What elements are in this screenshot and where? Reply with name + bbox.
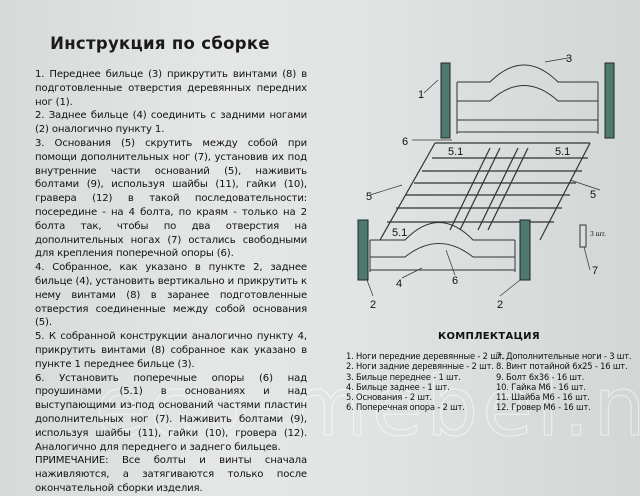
label-5-1: 5.1 [392, 227, 407, 239]
kit-item: 4. Бильце заднее - 1 шт. [346, 381, 450, 392]
leader-lines [366, 57, 601, 297]
quantity-note: 3 шт. [590, 229, 606, 238]
label-2: 2 [497, 299, 503, 311]
rear-leg-right [519, 219, 531, 281]
instructions: 1. Переднее бильце (3) прикрутить винтам… [35, 68, 307, 496]
label-2: 2 [370, 299, 376, 311]
rear-leg-left [357, 219, 369, 281]
instruction-step: 3. Основания (5) скрутить между собой пр… [35, 137, 307, 260]
instruction-step: 1. Переднее бильце (3) прикрутить винтам… [35, 69, 307, 108]
label-4: 4 [396, 278, 402, 290]
kit-list-left: 1. Ноги передние деревянные - 2 шт. 2. Н… [346, 351, 505, 413]
label-3: 3 [566, 53, 572, 65]
instruction-step: 4. Собранное, как указано в пункте 2, за… [35, 262, 307, 329]
bed-frame [379, 142, 591, 241]
extra-leg [579, 224, 587, 248]
kit-item: 9. Болт 6х36 - 16 шт. [496, 371, 585, 382]
instruction-step: 2. Заднее бильце (4) соединить с задними… [35, 110, 307, 136]
kit-item: 8. Винт потайной 6х25 - 16 шт. [496, 361, 628, 372]
note: ПРИМЕЧАНИЕ: Все болты и винты сначала на… [35, 454, 307, 495]
front-leg-left [440, 62, 451, 139]
kit-item: 11. Шайба М6 - 16 шт. [496, 392, 590, 403]
kit-item: 7. Дополнительные ноги - 3 шт. [496, 351, 632, 361]
label-6: 6 [452, 275, 458, 287]
bed-assembly-diagram: 1 2 2 3 4 5 5 5.1 5.1 5.1 6 6 7 3 шт. [357, 53, 615, 311]
kit-title: КОМПЛЕКТАЦИЯ [438, 331, 540, 342]
label-1: 1 [418, 89, 424, 101]
footboard [369, 222, 516, 272]
label-5: 5 [366, 191, 372, 203]
instruction-step: 6. Установить поперечные опоры (6) над п… [35, 372, 307, 453]
kit-list-right: 7. Дополнительные ноги - 3 шт. 8. Винт п… [496, 351, 632, 413]
kit-item: 10. Гайка М6 - 16 шт. [496, 381, 586, 392]
front-leg-right [604, 62, 615, 139]
headboard [456, 64, 599, 134]
kit-item: 12. Гровер М6 - 16 шт. [496, 402, 591, 413]
label-5-1: 5.1 [555, 146, 570, 158]
label-5-1: 5.1 [448, 146, 463, 158]
page-title: Инструкция по сборке [50, 34, 270, 53]
kit-item: 1. Ноги передние деревянные - 2 шт. [346, 351, 505, 361]
label-7: 7 [592, 265, 598, 277]
instruction-step: 5. К собранной конструкции аналогично пу… [35, 331, 307, 370]
kit-item: 3. Бильце переднее - 1 шт. [346, 371, 461, 382]
label-5: 5 [590, 189, 596, 201]
kit-item: 5. Основания - 2 шт. [346, 392, 433, 403]
kit-item: 2. Ноги задние деревянные - 2 шт. [346, 361, 494, 372]
note-label: ПРИМЕЧАНИЕ: [35, 455, 109, 467]
kit-item: 6. Поперечная опора - 2 шт. [346, 402, 465, 413]
label-6: 6 [402, 136, 408, 148]
